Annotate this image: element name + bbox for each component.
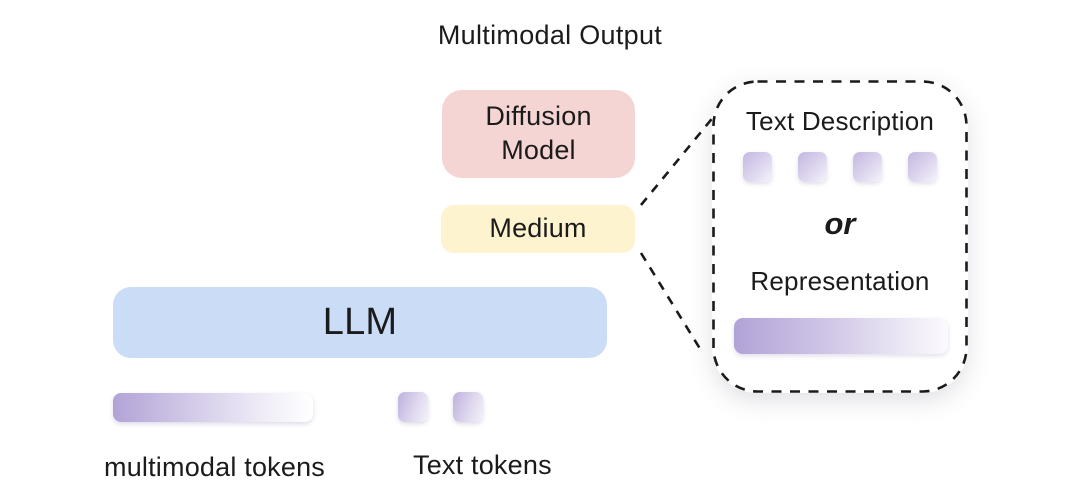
medium-label: Medium <box>489 213 587 244</box>
diffusion-model-box: Diffusion Model <box>442 90 635 178</box>
connector-line-top <box>639 114 717 206</box>
token-square <box>908 152 937 182</box>
multimodal-token-bar <box>113 393 313 422</box>
description-token-row <box>712 152 968 182</box>
representation-label: Representation <box>750 266 930 296</box>
token-square <box>743 152 772 182</box>
text-tokens-label: Text tokens <box>413 450 552 480</box>
or-label: or <box>824 206 856 241</box>
token-square <box>798 152 827 182</box>
medium-box: Medium <box>441 205 635 253</box>
diagram-title: Multimodal Output <box>437 20 663 50</box>
token-square <box>453 392 483 422</box>
llm-box: LLM <box>113 287 607 358</box>
llm-label: LLM <box>322 300 398 343</box>
text-token-row <box>398 392 483 422</box>
callout-dashed-border <box>712 80 968 393</box>
diffusion-model-label: Diffusion Model <box>485 101 592 165</box>
text-description-label: Text Description <box>745 106 935 136</box>
token-square <box>853 152 882 182</box>
representation-bar <box>734 318 948 354</box>
multimodal-tokens-label: multimodal tokens <box>104 452 325 482</box>
token-square <box>398 392 428 422</box>
connector-line-bottom <box>639 252 704 353</box>
medium-detail-callout: Text Description or Representation <box>712 80 968 393</box>
